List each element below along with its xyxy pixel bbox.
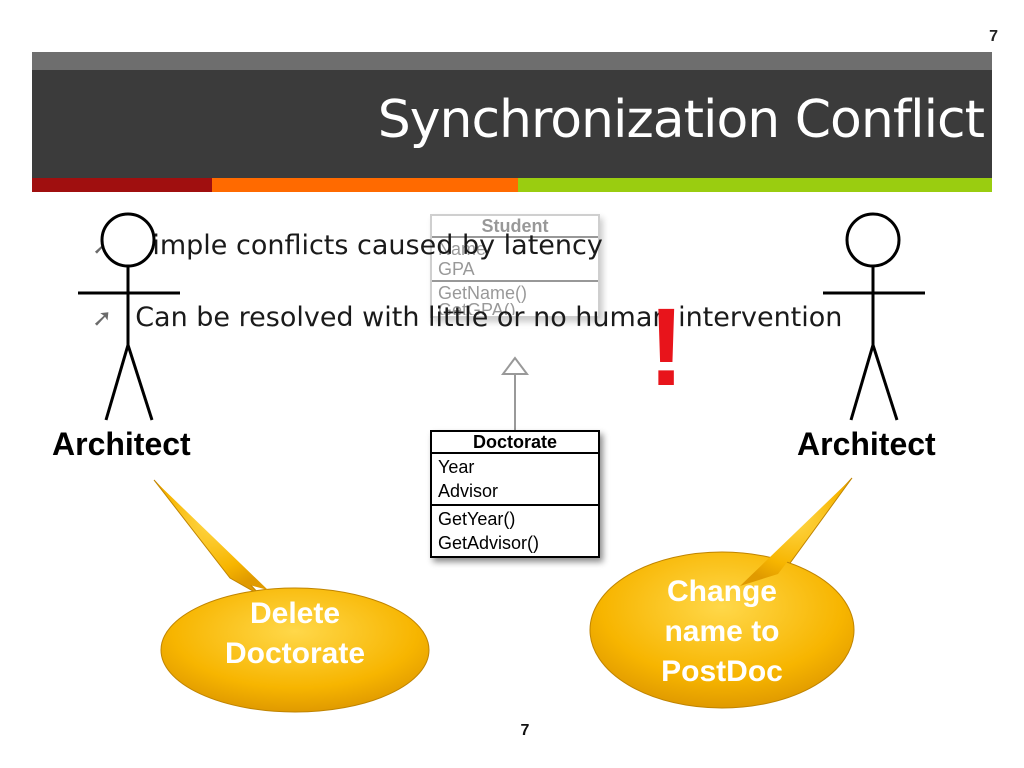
speech-line: Change — [666, 575, 777, 608]
student-class-name: Student — [432, 216, 598, 238]
header-title-band — [32, 70, 992, 178]
page-number: 7 — [520, 722, 530, 739]
actor-label-right: Architect — [797, 426, 936, 462]
speech-line: PostDoc — [661, 655, 783, 688]
arrow-up-right-icon: ➚ — [92, 304, 113, 332]
speech-text-right: Change name to PostDoc — [622, 572, 822, 692]
speech-line: Doctorate — [224, 637, 366, 670]
inheritance-arrow — [501, 356, 529, 432]
doctorate-attributes: Year Advisor — [432, 454, 598, 506]
doctorate-attribute: Advisor — [438, 481, 499, 501]
stripe-green — [518, 178, 992, 192]
stripe-orange — [212, 178, 518, 192]
doctorate-methods: GetYear() GetAdvisor() — [432, 506, 598, 556]
header-top-band — [32, 52, 992, 70]
bullet-item: ➚ Can be resolved with little or no huma… — [92, 302, 842, 333]
speech-text-left: Delete Doctorate — [195, 594, 395, 674]
student-methods: GetName() GetGPA() — [432, 282, 598, 316]
doctorate-class-name: Doctorate — [432, 432, 598, 454]
student-method: GetName() — [438, 283, 528, 303]
bullet-text: Simple conflicts caused by latency — [135, 230, 603, 261]
speech-bubble-left — [153, 479, 430, 713]
stick-figure-right — [823, 212, 925, 421]
student-attribute: GPA — [438, 259, 475, 279]
slide-number-top: 7 — [989, 28, 998, 45]
speech-line: Delete — [249, 597, 341, 630]
student-attribute: Name — [438, 239, 487, 259]
student-class-box: Student Name GPA GetName() GetGPA() — [430, 214, 600, 318]
speech-line: name to — [664, 615, 780, 648]
doctorate-method: GetAdvisor() — [438, 533, 540, 553]
bullet-text: Can be resolved with little or no human … — [135, 302, 843, 333]
student-method: GetGPA() — [438, 303, 516, 315]
doctorate-attribute: Year — [438, 457, 475, 477]
speech-bubble-right — [589, 477, 855, 709]
doctorate-method: GetYear() — [438, 509, 516, 529]
stick-figure-left — [78, 212, 180, 421]
student-attributes: Name GPA — [432, 238, 598, 282]
doctorate-class-box: Doctorate Year Advisor GetYear() GetAdvi… — [430, 430, 600, 558]
stripe-red — [32, 178, 212, 192]
slide-title: Synchronization Conflict — [377, 90, 985, 150]
actor-label-left: Architect — [52, 426, 191, 462]
exclamation-mark: ! — [648, 286, 685, 409]
